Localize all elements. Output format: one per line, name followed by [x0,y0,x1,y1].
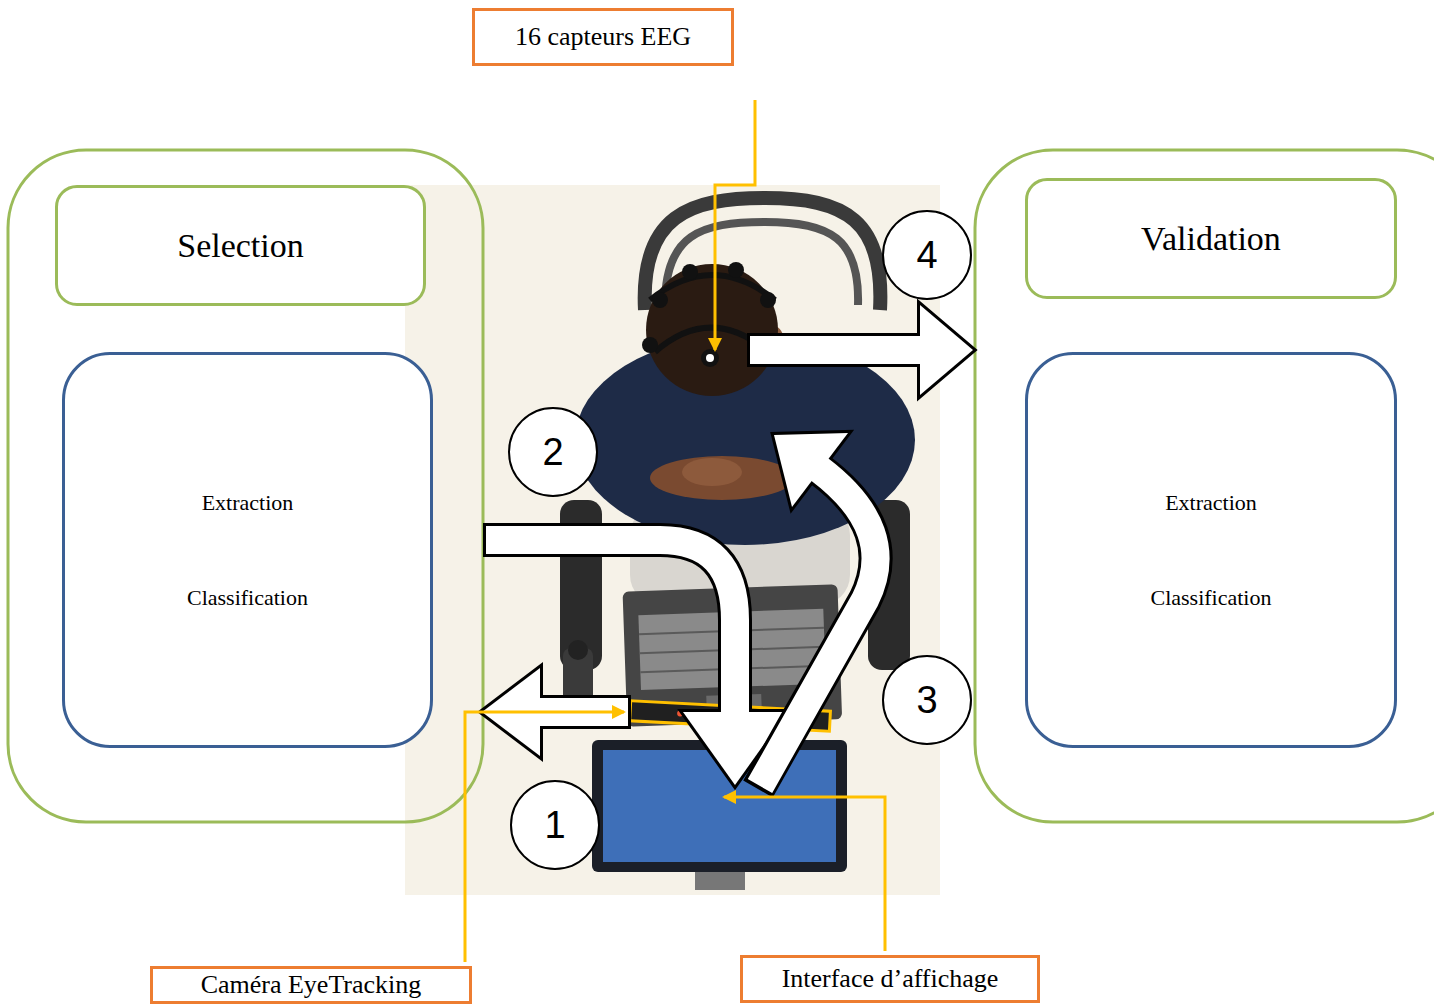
arms [650,456,794,500]
leader-line [465,712,624,962]
callout-label: Caméra EyeTracking [150,966,472,1004]
node-text: Classification [187,585,308,610]
stage-title-box: Validation [1025,178,1397,299]
hands [682,458,742,486]
process-box: ExtractionClassification [1025,352,1397,748]
callout-number: 3 [916,679,937,722]
node-text: Interface d’affichage [782,966,999,992]
callout-circle: 1 [510,780,600,870]
arrow-outline [747,333,920,367]
electrode [701,349,719,367]
leader-line [724,797,885,951]
arrow-outline [483,540,735,712]
validation-panel [975,150,1434,822]
node-text: Classification [1151,585,1272,610]
electrode [652,292,668,308]
flow-arrow [483,540,787,785]
node-text: Selection [177,226,304,265]
arrow-outline [758,470,876,789]
arrow-fill [920,305,973,395]
node-text: Extraction [1165,490,1257,515]
callout-circle: 4 [882,210,972,300]
callout-circle: 2 [508,407,598,497]
head [646,264,778,396]
joystick [568,640,588,660]
node-text: Validation [1141,219,1281,258]
callout-number: 4 [916,234,937,277]
display-stand [695,872,745,890]
electrode [642,337,658,353]
node-text: Caméra EyeTracking [201,972,422,998]
callout-number: 1 [544,804,565,847]
arrow-fill [486,540,735,713]
eeg-headset [650,275,775,300]
callout-circle: 3 [882,655,972,745]
node-text: Extraction [202,490,294,515]
callout-number: 2 [542,431,563,474]
arrow-fill [774,433,848,507]
electrode [760,292,776,308]
callout-label: 16 capteurs EEG [472,8,734,66]
arrow-fill [750,336,921,364]
arrow-fill [760,469,876,786]
node-text: 16 capteurs EEG [515,24,691,50]
electrode [728,262,744,278]
arrow-outline [920,305,973,395]
photo-background [405,185,940,895]
leader-line [715,100,755,350]
stage-title-box: Selection [55,185,426,306]
process-box: ExtractionClassification [62,352,433,748]
flow-arrow [758,433,876,789]
electrode [682,264,698,280]
electrode [706,354,714,362]
callout-label: Interface d’affichage [740,955,1040,1003]
flow-arrow [747,305,973,395]
selection-panel [8,150,483,822]
